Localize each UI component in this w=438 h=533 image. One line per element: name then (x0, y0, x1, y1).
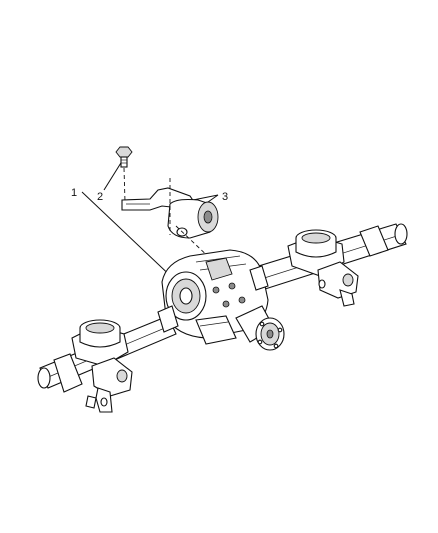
callout-label-1: 1 (71, 187, 77, 199)
callout-label-2: 2 (97, 191, 103, 203)
leader-line-1 (81, 191, 179, 284)
bolt-install-path (123, 167, 126, 203)
bolt-icon (115, 146, 133, 168)
bumper-bracket-icon (121, 187, 219, 239)
callout-label-3: 3 (222, 191, 228, 203)
rear-axle-differential-icon (37, 223, 408, 413)
